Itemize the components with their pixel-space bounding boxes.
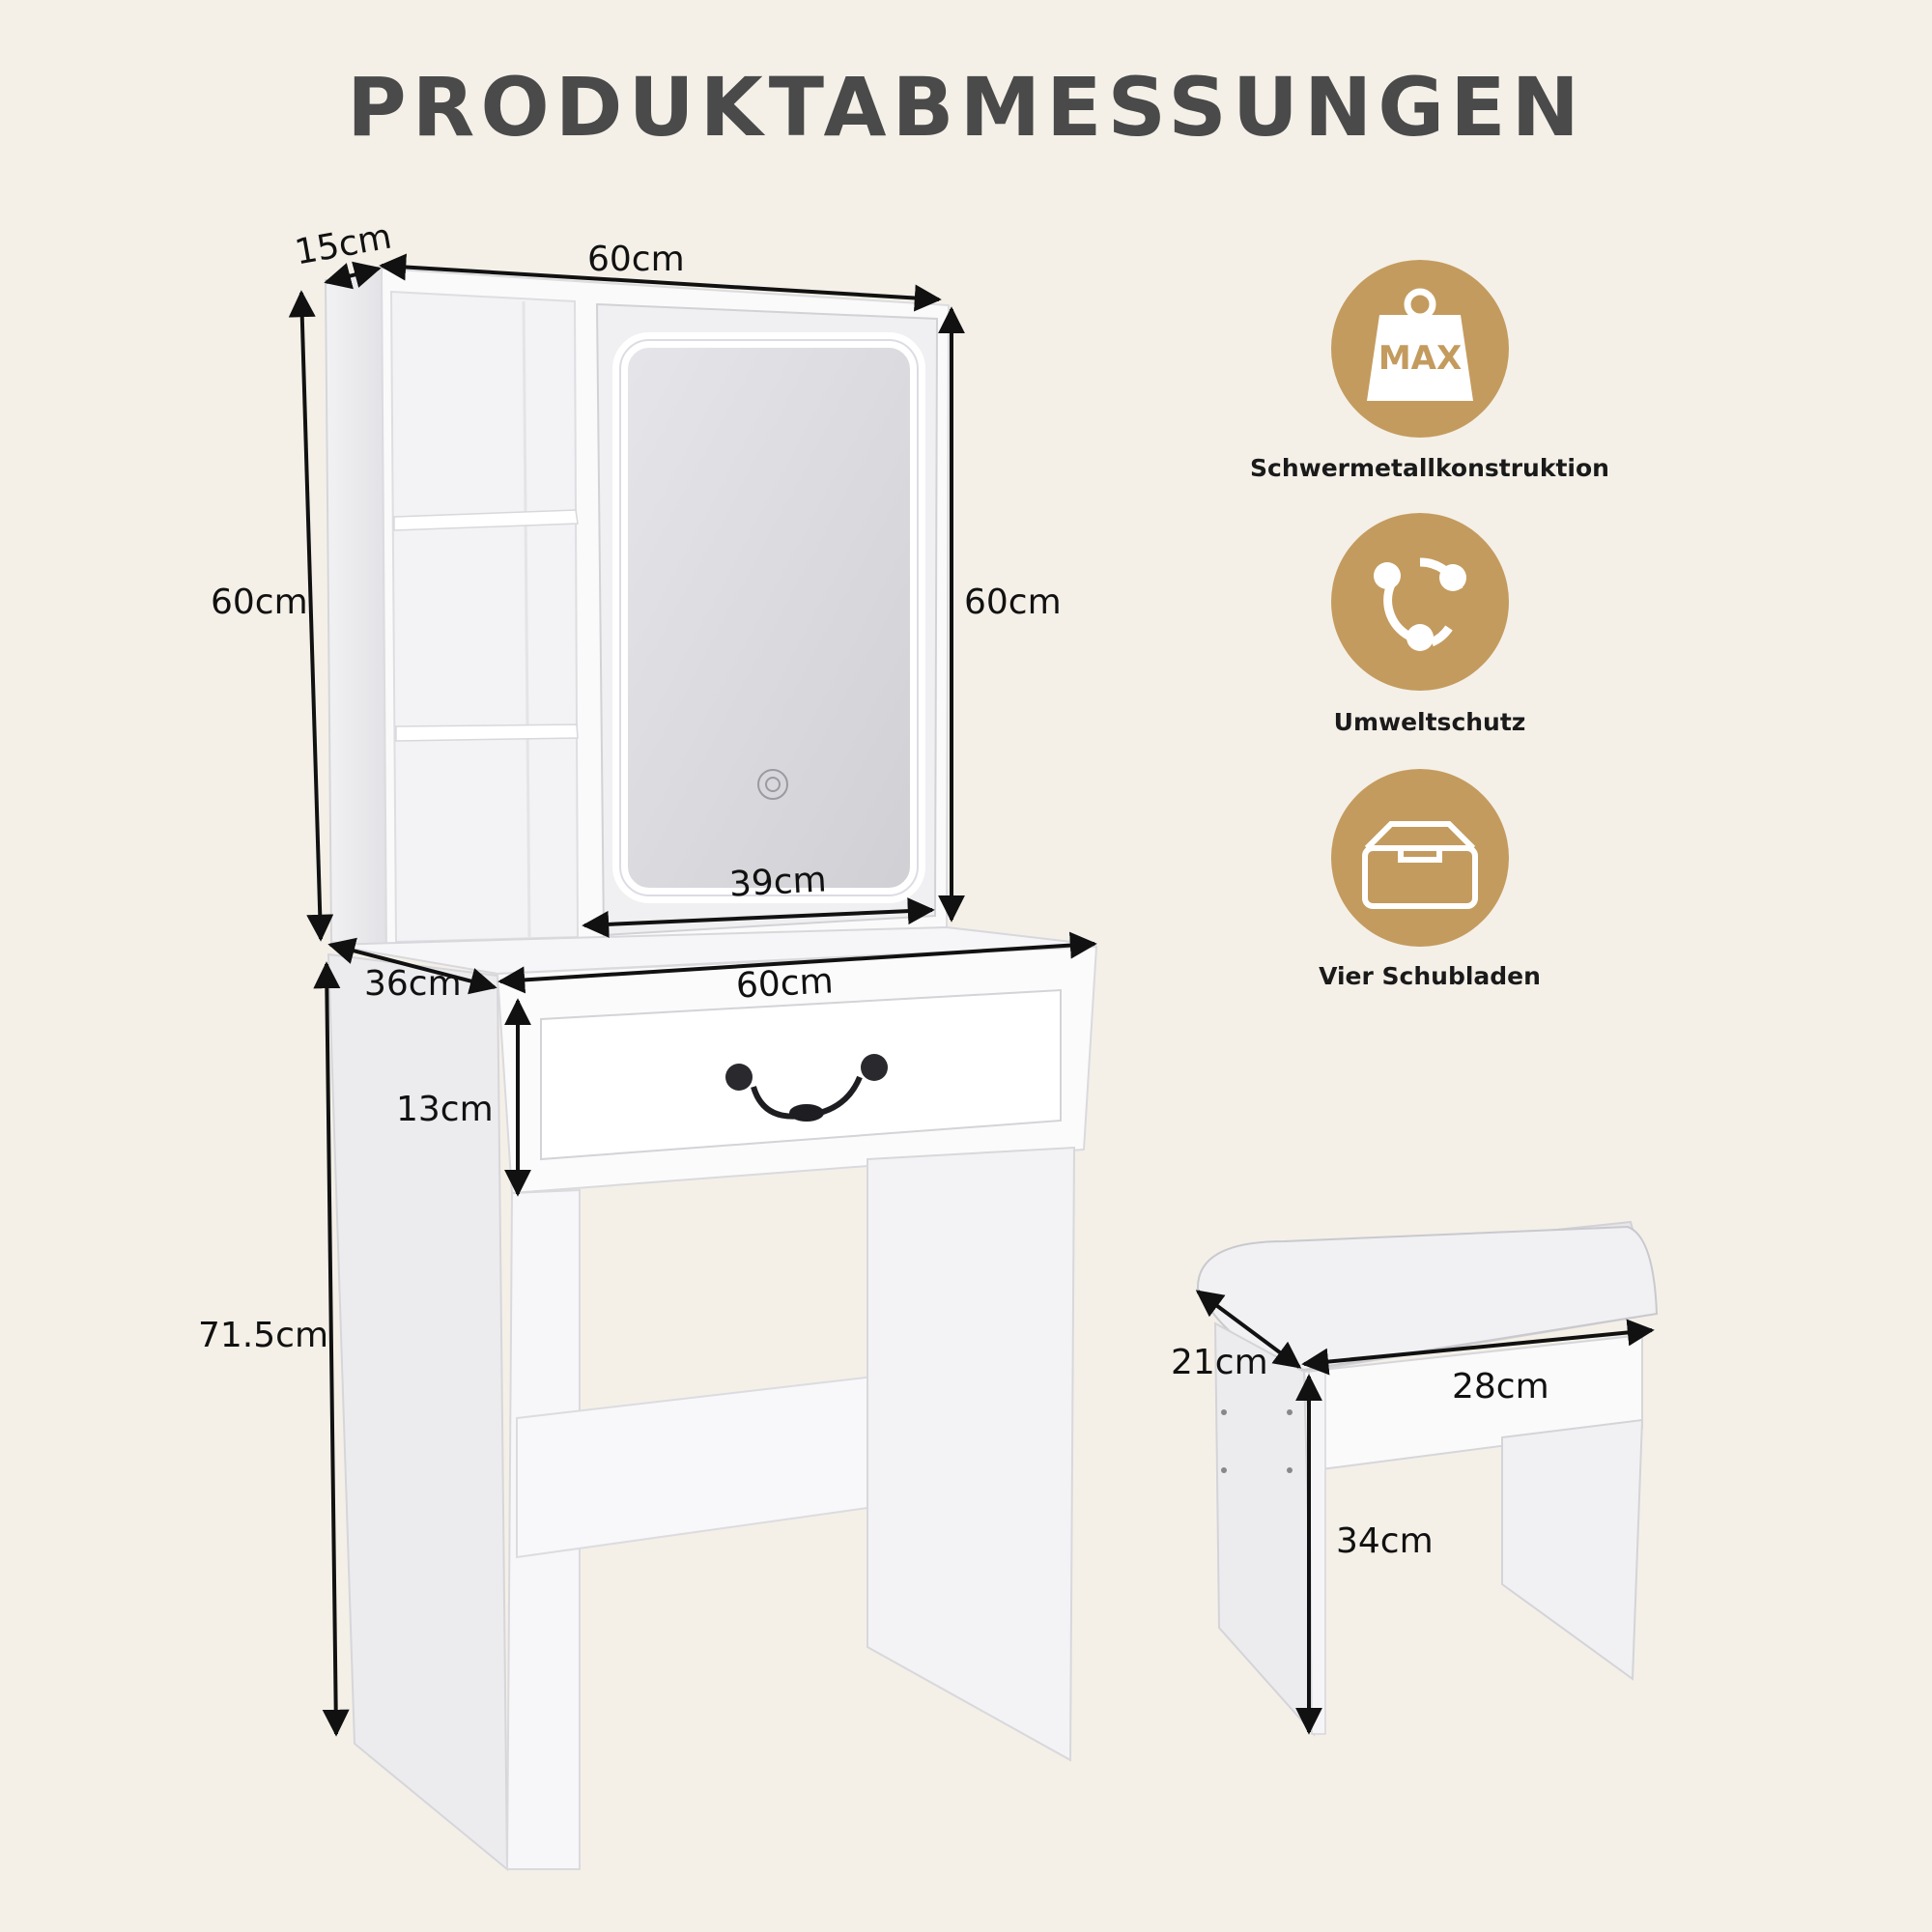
- dim-mirror-width: 60cm: [587, 240, 685, 279]
- feature-weight: MAX: [1331, 260, 1509, 438]
- weight-max-icon: MAX: [1367, 288, 1473, 401]
- feature-label-weight: Schwermetallkonstruktion: [1250, 454, 1609, 482]
- dim-table-depth: 36cm: [364, 964, 462, 1004]
- feature-label-drawers: Vier Schubladen: [1319, 962, 1541, 990]
- dim-mirror-height-left: 60cm: [211, 582, 308, 622]
- feature-label-eco: Umweltschutz: [1333, 708, 1526, 736]
- mirror-cabinet: [324, 267, 951, 953]
- dimension-lines: [288, 253, 1655, 1737]
- recycle-nodes-icon: [1374, 557, 1466, 651]
- stool: [1195, 1220, 1659, 1737]
- dim-stool-height: 34cm: [1336, 1521, 1434, 1561]
- dressing-table: [327, 925, 1098, 1872]
- svg-text:MAX: MAX: [1378, 339, 1462, 378]
- page-title: PRODUKTABMESSUNGEN: [347, 60, 1585, 155]
- dim-mirror-inner-width: 39cm: [727, 860, 828, 905]
- dim-stool-width: 28cm: [1452, 1367, 1549, 1406]
- feature-drawers: [1331, 769, 1509, 947]
- dim-table-width: 60cm: [734, 961, 835, 1007]
- dim-stool-depth: 21cm: [1171, 1343, 1268, 1382]
- dim-drawer-height: 13cm: [396, 1090, 494, 1129]
- feature-eco: [1331, 513, 1509, 691]
- drawer-box-icon: [1362, 821, 1478, 909]
- drawer-handle-icon: [725, 1054, 888, 1122]
- dim-table-height: 71.5cm: [198, 1316, 329, 1355]
- touch-switch-icon: [757, 769, 788, 800]
- dim-mirror-height-right: 60cm: [964, 582, 1062, 622]
